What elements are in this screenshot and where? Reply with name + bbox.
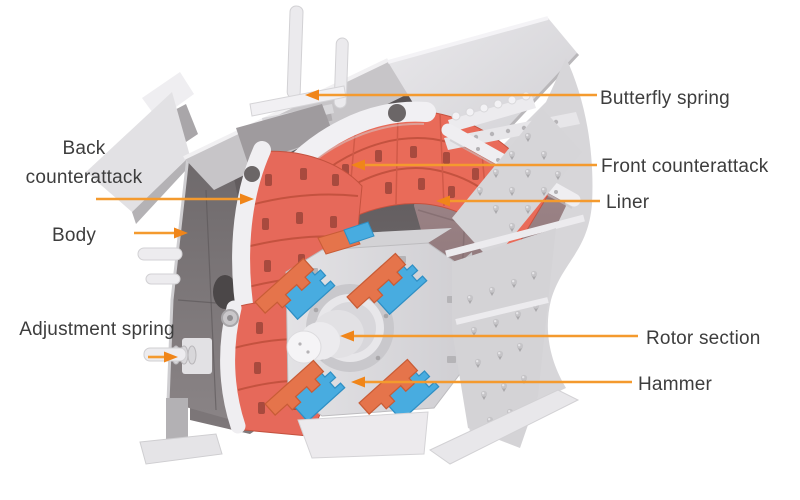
arrowheads (164, 89, 450, 388)
label-liner: Liner (606, 192, 650, 213)
label-adjustment-spring: Adjustment spring (19, 319, 175, 340)
hammer-parts (254, 221, 440, 436)
arrow-back-counterattack (240, 193, 254, 205)
label-front-counterattack: Front counterattack (601, 156, 769, 177)
bottom-base (297, 411, 429, 459)
label-back-counterattack: Back counterattack (25, 138, 143, 188)
arrow-adjustment-spring (164, 351, 178, 363)
base-web (166, 398, 188, 446)
label-hammer: Hammer (638, 374, 713, 395)
label-body: Body (52, 225, 97, 246)
arrow-liner (436, 195, 450, 207)
arrow-rotor-section (340, 330, 354, 342)
label-rotor-section: Rotor section (646, 328, 761, 349)
arrow-front-counterattack (351, 159, 365, 171)
arrow-body (174, 227, 188, 239)
arrow-butterfly-spring (305, 89, 319, 101)
label-butterfly-spring: Butterfly spring (600, 88, 730, 109)
arrow-hammer (351, 376, 365, 388)
studded-side-panel (429, 108, 585, 465)
side-rod (137, 247, 183, 261)
machine (86, 5, 593, 465)
callouts (96, 89, 638, 388)
base-foot (429, 389, 580, 465)
roof-overhang (86, 72, 198, 224)
side-rod (145, 273, 181, 285)
butterfly-spring-part (236, 5, 349, 164)
base-flange (139, 433, 223, 465)
